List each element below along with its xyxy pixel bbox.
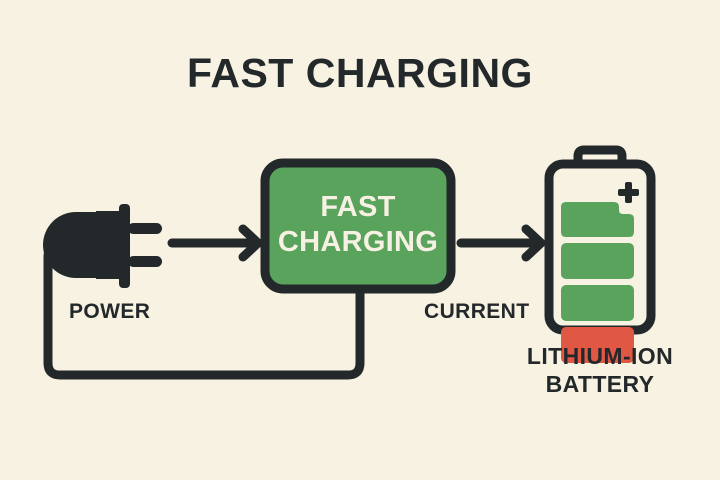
arrow-right-icon-power-to-charger — [167, 224, 263, 262]
battery-cell-3 — [561, 285, 634, 321]
arrow-right-icon-charger-to-battery — [456, 224, 546, 262]
fast-charging-box-line2: CHARGING — [278, 226, 438, 258]
battery-label-line2: BATTERY — [546, 371, 655, 397]
battery-cell-1 — [561, 202, 634, 237]
power-plug-icon — [43, 204, 162, 288]
battery-plus-icon — [618, 182, 639, 203]
battery-cell-2 — [561, 243, 634, 279]
battery-terminal — [573, 145, 627, 166]
battery-cell-4 — [561, 327, 634, 363]
fast-charging-box[interactable]: FAST CHARGING — [260, 158, 456, 294]
page-title: FAST CHARGING — [187, 50, 533, 96]
battery-label-line1: LITHIUM-ION — [527, 343, 673, 369]
battery-icon — [544, 145, 656, 363]
current-label: CURRENT — [424, 300, 529, 323]
fast-charging-box-line1: FAST — [320, 191, 395, 223]
power-label: POWER — [69, 300, 150, 323]
fast-charging-box-shape[interactable] — [260, 158, 456, 294]
